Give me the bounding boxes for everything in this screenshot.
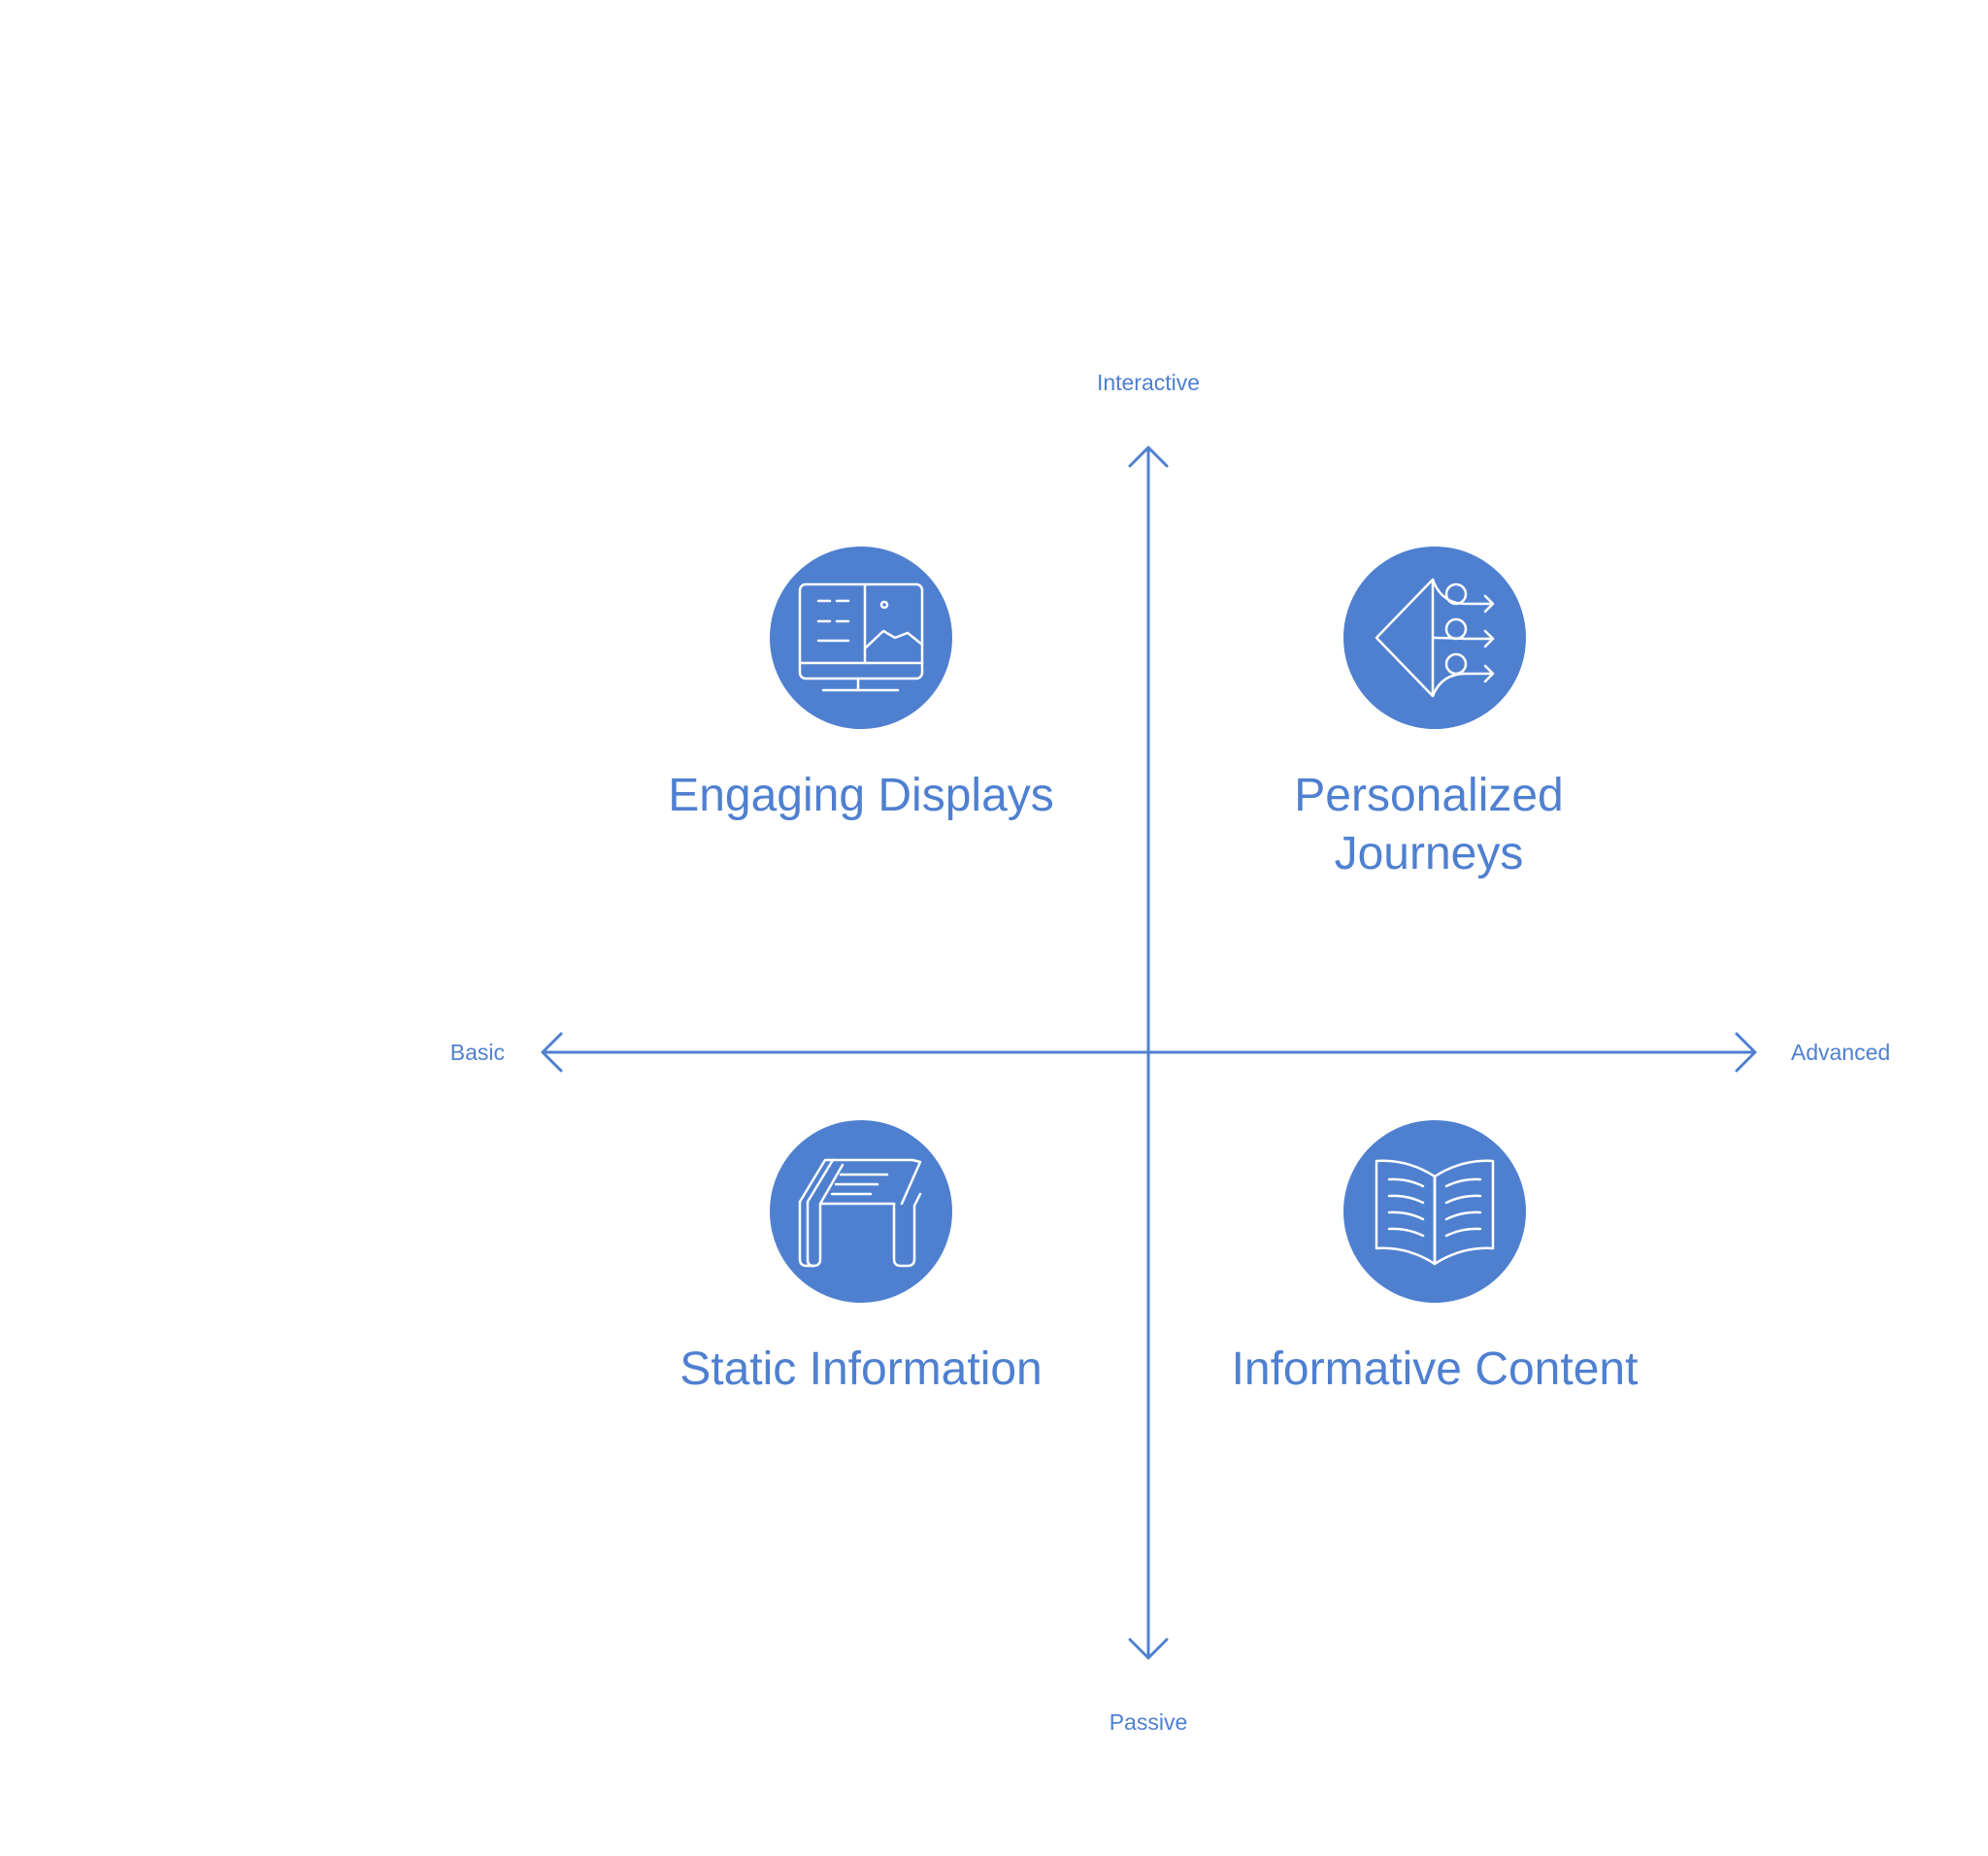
quadrant-personalized-journeys: Personalized Journeys [1294, 547, 1564, 879]
axis-label-interactive: Interactive [1097, 370, 1200, 395]
info-kiosk-icon [798, 1158, 922, 1268]
axis-label-basic: Basic [450, 1040, 505, 1065]
open-book-icon [1375, 1159, 1495, 1266]
arrow-up-icon [1128, 446, 1169, 468]
branching-journey-icon [1375, 578, 1495, 698]
axes [541, 446, 1757, 1660]
quadrant-engaging-displays: Engaging Displays [668, 547, 1054, 821]
arrow-right-icon [1735, 1032, 1757, 1073]
axis-label-advanced: Advanced [1791, 1040, 1890, 1065]
arrow-down-icon [1128, 1638, 1169, 1660]
arrow-left-icon [541, 1032, 563, 1073]
quadrant-label: Informative Content [1232, 1343, 1639, 1395]
quadrant-label: Engaging Displays [668, 770, 1054, 821]
icon-badge [770, 547, 952, 729]
quadrant-informative-content: Informative Content [1232, 1120, 1639, 1395]
axis-label-passive: Passive [1110, 1709, 1188, 1735]
quadrant-static-information: Static Information [679, 1120, 1043, 1395]
quadrant-label-line-2: Journeys [1335, 828, 1524, 879]
quadrant-label-line-1: Personalized [1294, 770, 1564, 821]
monitor-display-icon [798, 582, 924, 692]
quadrant-label: Static Information [679, 1343, 1043, 1395]
icon-badge [770, 1120, 952, 1303]
